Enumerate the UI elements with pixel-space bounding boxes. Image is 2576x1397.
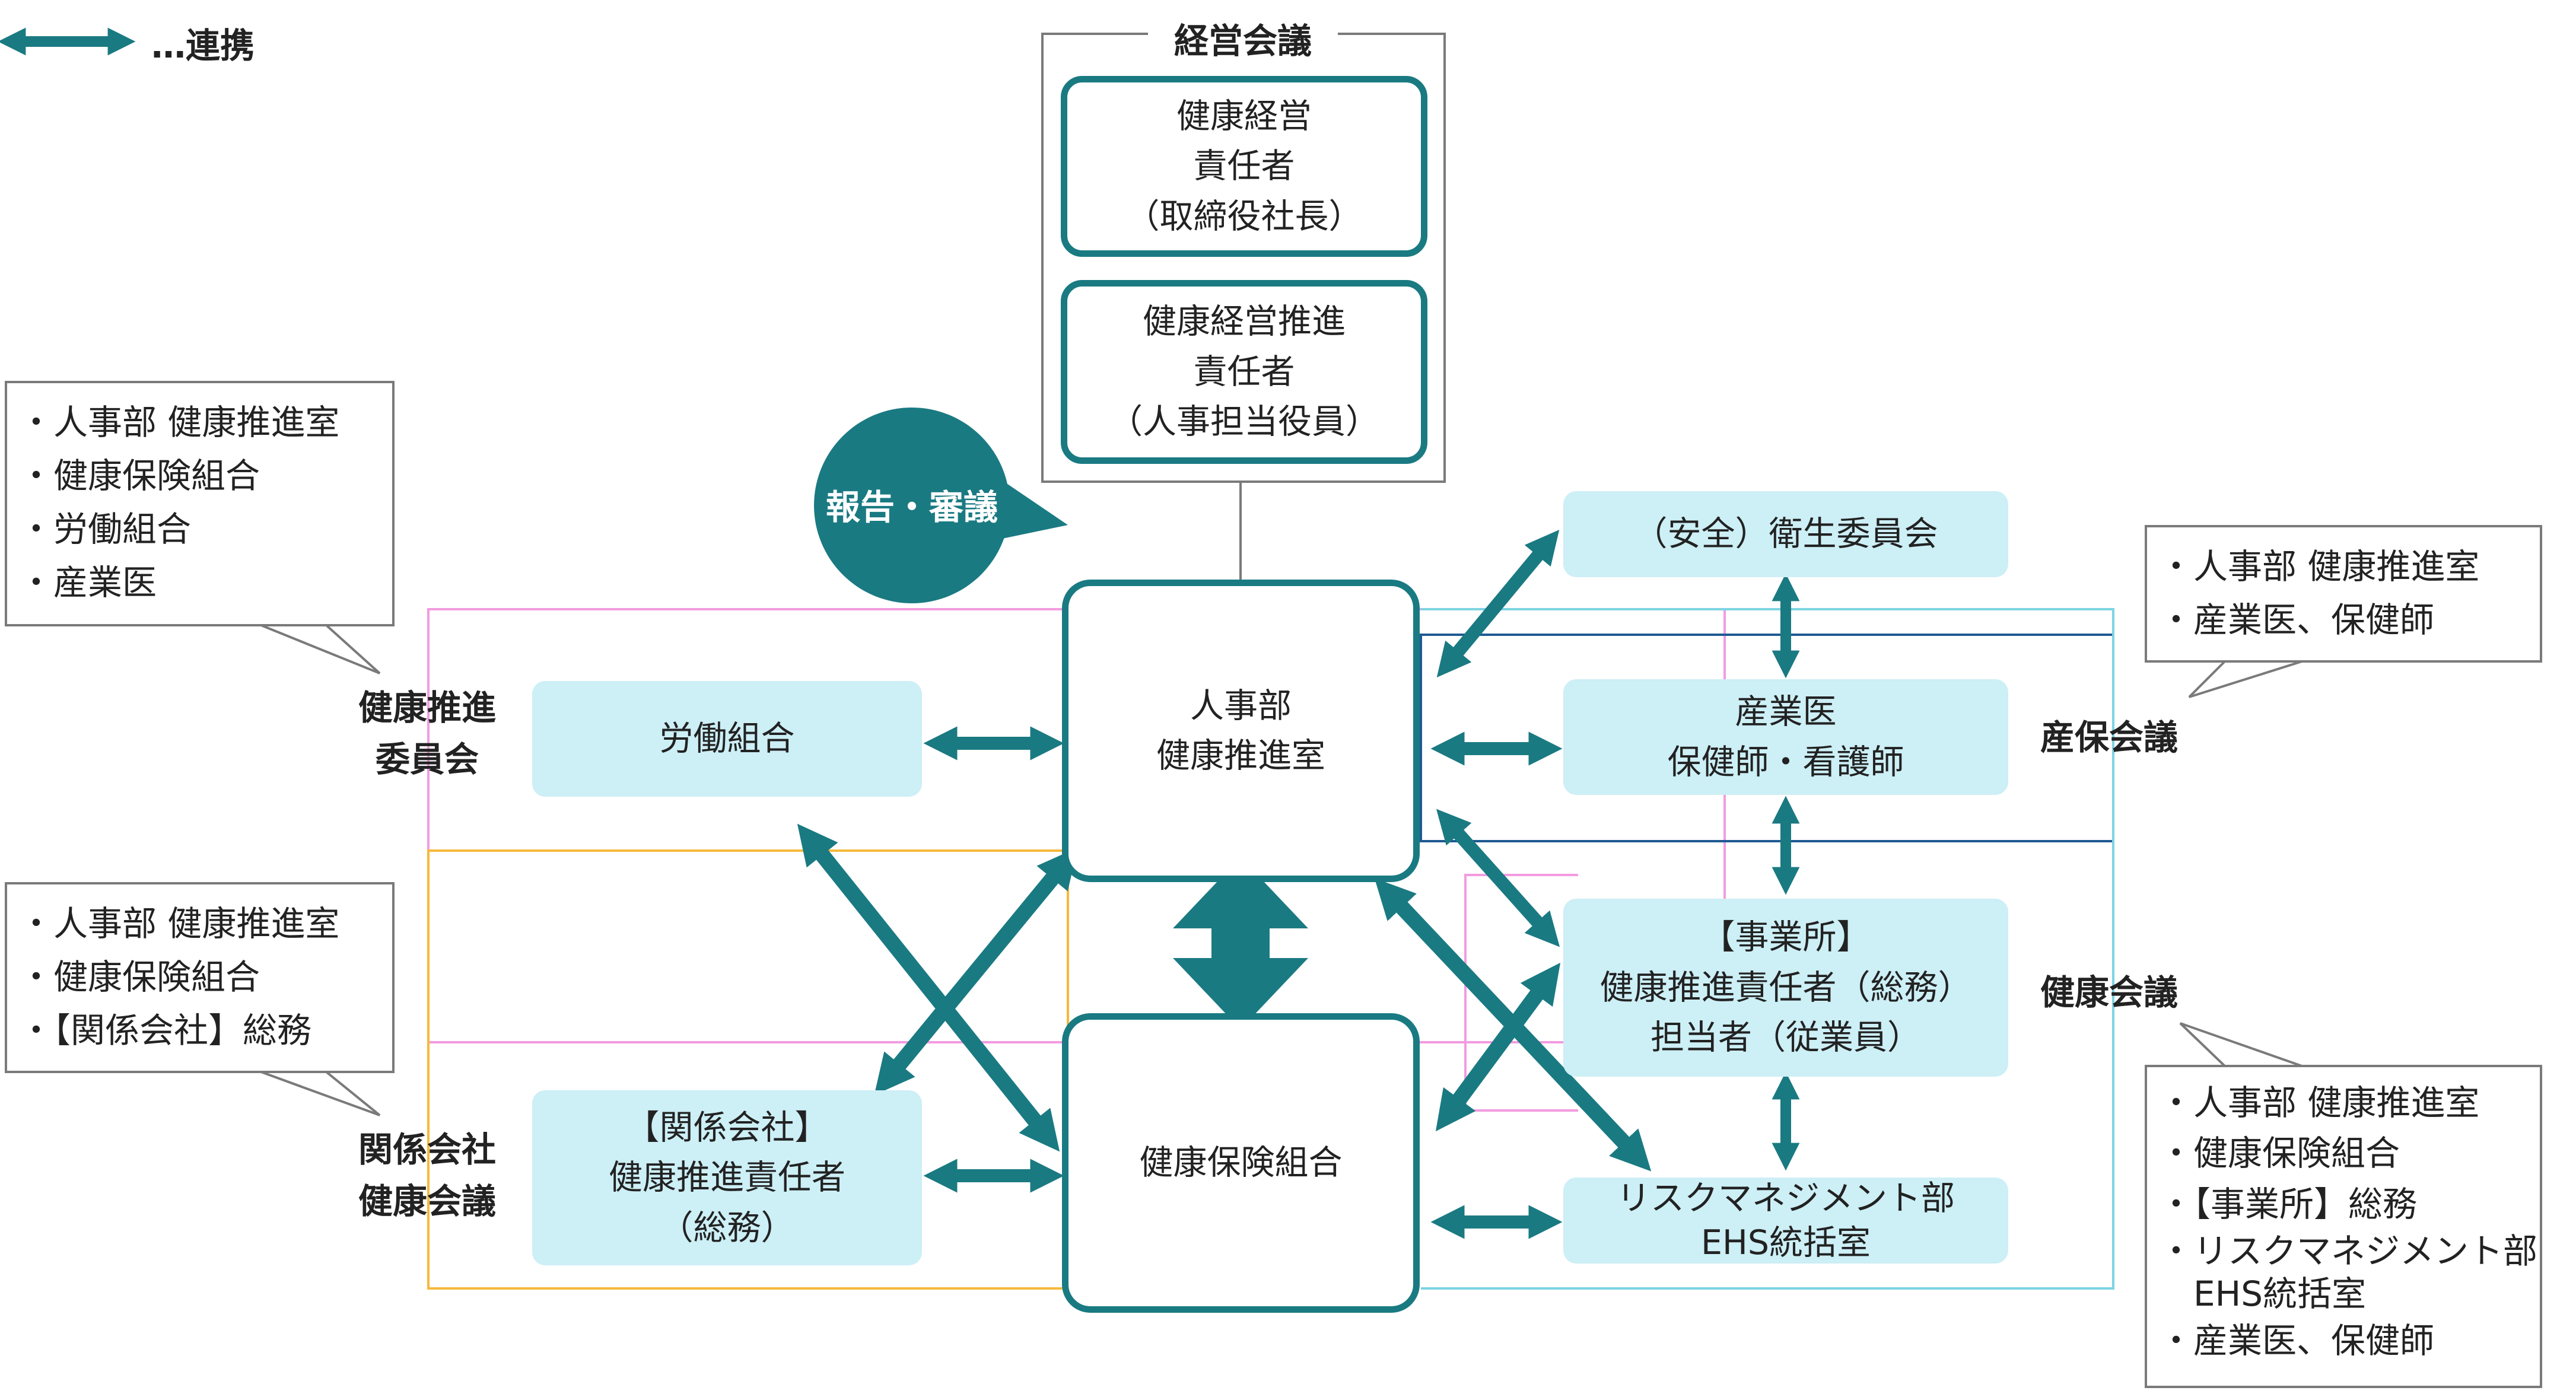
promoter-box-line: 健康経営推進	[1143, 302, 1346, 342]
physician-box-line: 産業医	[1735, 692, 1837, 732]
note-line: ・産業医	[19, 562, 157, 603]
office-box-line: 担当者（従業員）	[1650, 1018, 1921, 1058]
arrow-hr-risk	[1374, 878, 1652, 1172]
hr-box-line: 健康推進室	[1156, 736, 1325, 775]
office-box: 【事業所】 健康推進責任者（総務） 担当者（従業員）	[1563, 899, 2008, 1077]
note-line: ・人事部 健康推進室	[19, 903, 340, 944]
note-line: ・産業医、保健師	[2159, 599, 2435, 640]
health-meeting-label: 健康会議	[2040, 972, 2178, 1013]
note-pointer-sanpo	[2188, 660, 2303, 698]
note-line: ・【事業所】総務	[2159, 1183, 2418, 1224]
note-health-meeting: ・人事部 健康推進室 ・健康保険組合 ・【事業所】総務 ・リスクマネジメント部 …	[2145, 1065, 2542, 1388]
note-line: ・人事部 健康推進室	[2159, 1083, 2480, 1123]
affiliate-meeting-label-line: 健康会議	[358, 1181, 496, 1221]
ceo-box-line: 責任者	[1193, 147, 1295, 186]
legend-label: …連携	[151, 26, 255, 66]
safety-committee-box: （安全）衛生委員会	[1563, 491, 2008, 577]
insurance-box-label: 健康保険組合	[1139, 1143, 1343, 1183]
note-line: ・人事部 健康推進室	[19, 402, 340, 443]
health-committee-label-line: 委員会	[375, 739, 479, 779]
note-line: ・産業医、保健師	[2159, 1320, 2435, 1361]
affiliate-box-line: （総務）	[659, 1208, 795, 1248]
ceo-box-line: （取締役社長）	[1125, 196, 1363, 236]
arrow-hr-office	[1436, 809, 1560, 947]
promoter-box: 健康経営推進 責任者 （人事担当役員）	[1061, 280, 1427, 464]
note-line: ・【関係会社】総務	[19, 1010, 312, 1051]
note-pointer-affiliate	[220, 1071, 381, 1116]
affiliate-meeting-label-line: 関係会社	[358, 1129, 496, 1170]
promoter-box-line: 責任者	[1193, 352, 1295, 392]
office-box-line: 健康推進責任者（総務）	[1599, 968, 1972, 1007]
arrow-hr-insurance	[1173, 857, 1308, 1029]
office-box-line: 【事業所】	[1701, 918, 1871, 957]
health-committee-label: 健康推進 委員会	[338, 682, 516, 785]
physician-box: 産業医 保健師・看護師	[1563, 679, 2008, 795]
note-sanpo-meeting: ・人事部 健康推進室 ・産業医、保健師	[2145, 525, 2542, 663]
management-frame	[1041, 33, 1446, 483]
union-box: 労働組合	[532, 681, 922, 797]
note-affiliate-meeting: ・人事部 健康推進室 ・健康保険組合 ・【関係会社】総務	[5, 882, 395, 1073]
note-line: ・健康保険組合	[19, 956, 260, 997]
affiliate-box: 【関係会社】 健康推進責任者 （総務）	[532, 1090, 922, 1265]
report-bubble-label: 報告・審議	[825, 487, 998, 527]
note-line: ・人事部 健康推進室	[2159, 546, 2480, 587]
health-meeting-outline	[1421, 608, 2114, 1290]
management-meeting-title: 経営会議	[1173, 21, 1312, 61]
promoter-box-line: （人事担当役員）	[1109, 402, 1379, 442]
report-bubble-circle	[814, 408, 1010, 603]
note-pointer-health-committee	[220, 624, 381, 674]
safety-committee-label: （安全）衛生委員会	[1633, 514, 1938, 554]
insurance-box: 健康保険組合	[1062, 1013, 1420, 1313]
affiliate-box-line: 健康推進責任者	[609, 1158, 845, 1198]
note-line: ・労働組合	[19, 508, 192, 549]
risk-box-line: EHS統括室	[1700, 1223, 1871, 1262]
ceo-box: 健康経営 責任者 （取締役社長）	[1061, 76, 1427, 257]
arrow-hr-safety	[1436, 529, 1560, 678]
note-pointer-health-meeting	[2179, 1022, 2303, 1067]
hr-box: 人事部 健康推進室	[1062, 580, 1420, 882]
note-line: ・健康保険組合	[19, 455, 260, 496]
arrow-hr-affiliate	[874, 847, 1078, 1096]
union-box-label: 労働組合	[659, 719, 795, 759]
affiliate-meeting-label: 関係会社 健康会議	[338, 1124, 516, 1227]
affiliate-box-line: 【関係会社】	[625, 1108, 829, 1147]
hr-box-line: 人事部	[1190, 686, 1292, 725]
note-health-committee: ・人事部 健康推進室 ・健康保険組合 ・労働組合 ・産業医	[5, 381, 395, 626]
physician-box-line: 保健師・看護師	[1667, 742, 1904, 782]
health-committee-label-line: 健康推進	[358, 688, 496, 728]
note-line: EHS統括室	[2159, 1274, 2367, 1315]
ceo-box-line: 健康経営	[1176, 96, 1312, 136]
note-line: ・リスクマネジメント部	[2159, 1230, 2538, 1271]
note-line: ・健康保険組合	[2159, 1133, 2400, 1174]
sanpo-meeting-label: 産保会議	[2040, 717, 2178, 758]
report-bubble-tail	[985, 469, 1068, 540]
risk-box-line: リスクマネジメント部	[1617, 1179, 1955, 1218]
risk-box: リスクマネジメント部 EHS統括室	[1563, 1178, 2008, 1264]
